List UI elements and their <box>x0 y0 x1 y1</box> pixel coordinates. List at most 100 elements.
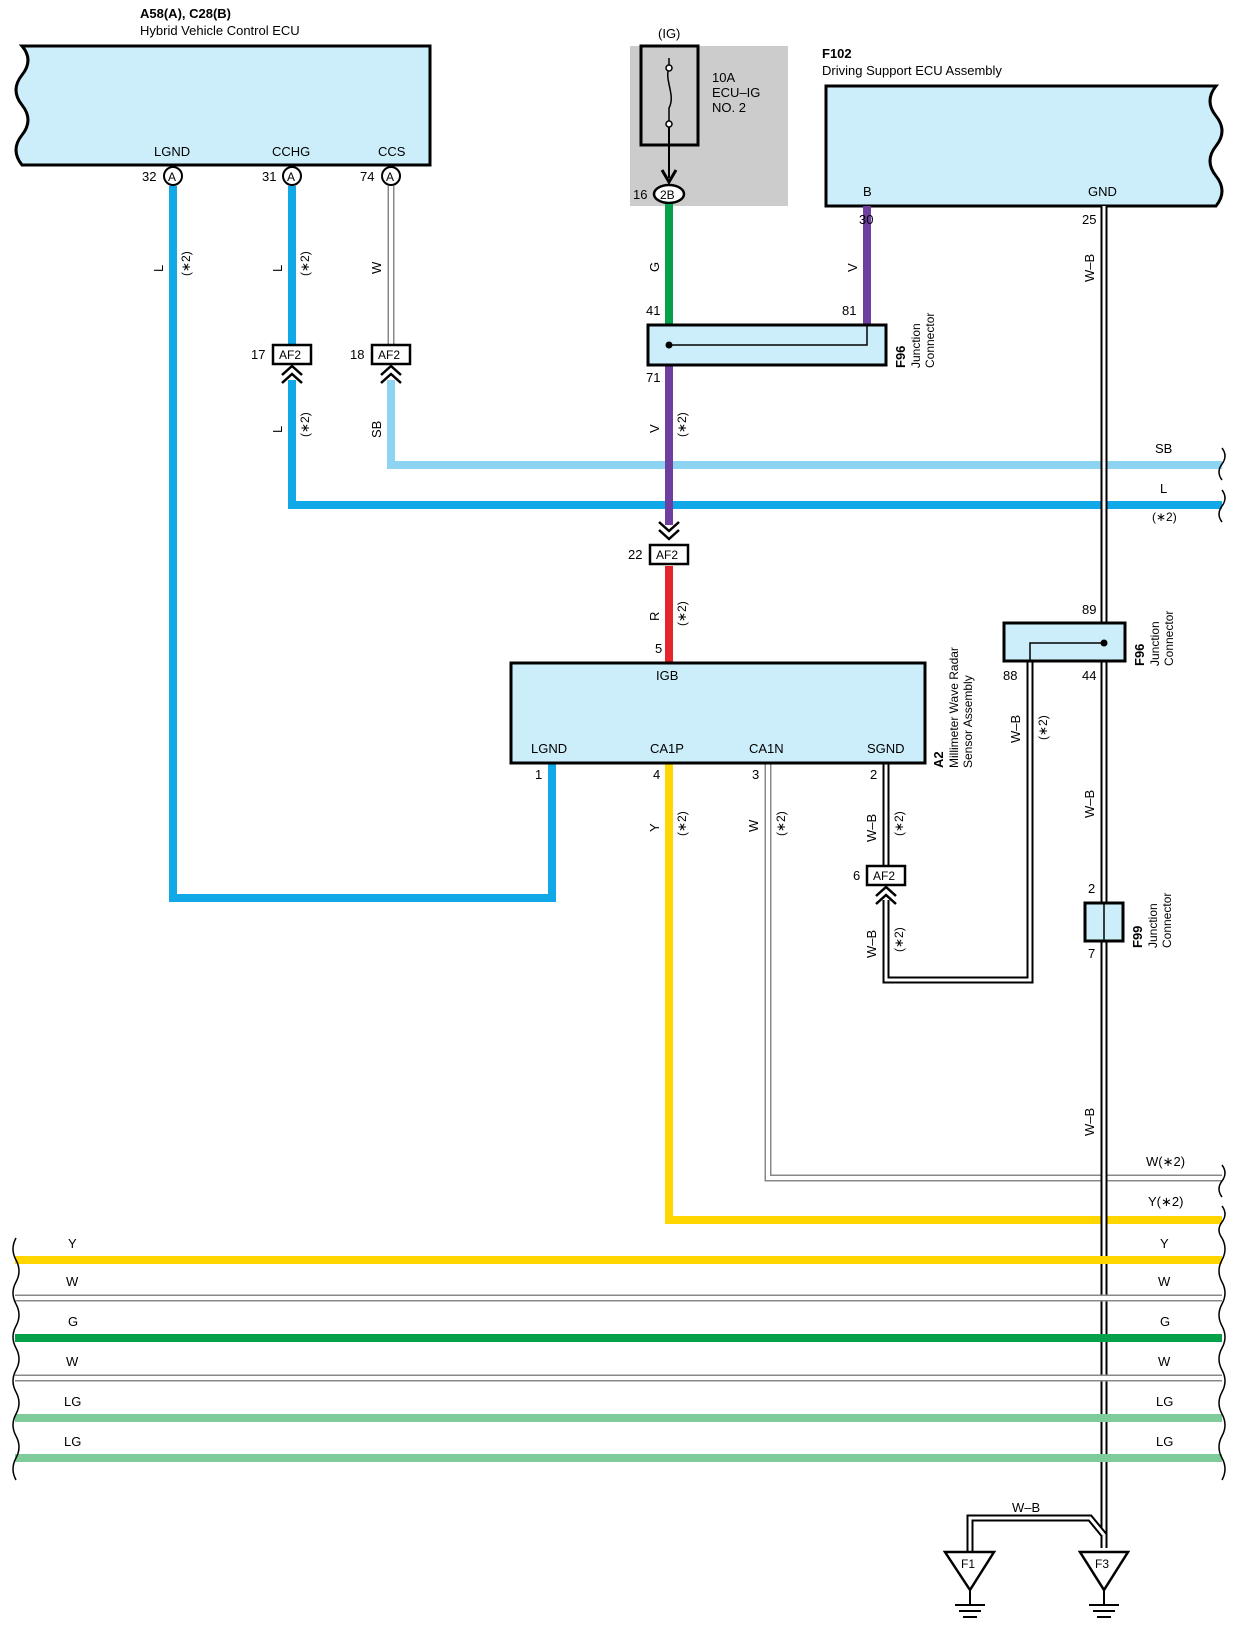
hv-pin-ccs: CCS <box>378 144 406 159</box>
wire-label-wb: W–B <box>864 814 879 842</box>
wire-label-w: W <box>369 261 384 274</box>
bus-line-w: W W <box>15 1274 1222 1302</box>
radar-code: A2 <box>931 751 946 768</box>
bus-line-w: W W <box>15 1354 1222 1382</box>
right-label-y2: Y(∗2) <box>1148 1194 1183 1209</box>
right-label-l-note: (∗2) <box>1152 510 1177 524</box>
pin-41: 41 <box>646 303 660 318</box>
wire-note: (∗2) <box>675 412 689 437</box>
bus-label-right: W <box>1158 1354 1171 1369</box>
junction-connector-f96-top: 41 81 71 F96 Junction Connector <box>646 303 937 385</box>
wire-l-lgnd <box>169 186 556 902</box>
pin-16: 16 <box>633 187 647 202</box>
hv-pin-lgnd: LGND <box>154 144 190 159</box>
ground-icon <box>942 1550 997 1593</box>
ds-pin-gnd: GND <box>1088 184 1117 199</box>
bus-label-left: W <box>66 1354 79 1369</box>
wire-label-w: W <box>746 819 761 832</box>
wire-label-v: V <box>647 424 662 433</box>
wire-note: (∗2) <box>774 811 788 836</box>
pin-89: 89 <box>1082 602 1096 617</box>
wire-label-wb: W–B <box>1012 1500 1040 1515</box>
wire-label-r: R <box>647 612 662 621</box>
break-marks-right <box>1218 447 1226 1481</box>
radar-pin-sgnd: SGND <box>867 741 905 756</box>
jc-f96-top-name-1: Junction <box>909 323 923 368</box>
connector-af2-18: AF2 18 <box>350 343 412 384</box>
connector-af2-22: AF2 22 <box>628 521 690 566</box>
jc-f99-name-1: Junction <box>1146 903 1160 948</box>
wire-note: (∗2) <box>179 251 193 276</box>
fuse-name-1: ECU–IG <box>712 85 760 100</box>
connector-arrow-icon <box>660 169 678 185</box>
bus-label-left: Y <box>68 1236 77 1251</box>
radar-pin-ca1p: CA1P <box>650 741 684 756</box>
ds-ecu-code: F102 <box>822 46 852 61</box>
jc-f96-top-code: F96 <box>893 346 908 368</box>
pin-18: 18 <box>350 347 364 362</box>
ds-ecu-box <box>824 84 1224 208</box>
bus-label-right: LG <box>1156 1394 1173 1409</box>
hv-ecu-name: Hybrid Vehicle Control ECU <box>140 23 300 38</box>
fuse-terminal-icon <box>665 64 673 72</box>
fuse-background <box>630 46 788 206</box>
bus-label-left: LG <box>64 1434 81 1449</box>
pin-2: 2 <box>1088 881 1095 896</box>
wire-note: (∗2) <box>892 811 906 836</box>
ds-ecu-name: Driving Support ECU Assembly <box>822 63 1002 78</box>
jc-f96-top-name-2: Connector <box>923 313 937 368</box>
wire-note: (∗2) <box>298 251 312 276</box>
wire-note: (∗2) <box>892 927 906 952</box>
radar-pin-lgnd: LGND <box>531 741 567 756</box>
wire-note: (∗2) <box>298 412 312 437</box>
radar-pin-ca1n: CA1N <box>749 741 784 756</box>
wire-w-ca1n <box>764 763 1222 1182</box>
ground-f1: F1 <box>942 1550 997 1618</box>
pin-31: 31 <box>262 169 276 184</box>
wire-label-wb: W–B <box>1082 1108 1097 1136</box>
hv-ecu-terminals: A A A 32 31 74 30 25 <box>142 166 1096 227</box>
connector-a-label: A <box>168 170 176 184</box>
wire-label-wb: W–B <box>864 930 879 958</box>
jc-f99-code: F99 <box>1130 926 1145 948</box>
pin-7: 7 <box>1088 946 1095 961</box>
wire-note: (∗2) <box>1036 715 1050 740</box>
pin-81: 81 <box>842 303 856 318</box>
right-label-w2: W(∗2) <box>1146 1154 1185 1169</box>
wire-label-l: L <box>151 265 166 272</box>
ground-f1-label: F1 <box>961 1557 975 1571</box>
connector-a-label: A <box>386 170 394 184</box>
fuse-ig-label: (IG) <box>658 26 680 41</box>
pin-1: 1 <box>535 767 542 782</box>
pin-4: 4 <box>653 767 660 782</box>
af2-label: AF2 <box>873 869 895 883</box>
af2-label: AF2 <box>656 548 678 562</box>
pin-32: 32 <box>142 169 156 184</box>
wire-l-cchg-lower <box>288 380 1222 509</box>
wire-y-ca1p <box>665 763 1222 1224</box>
fuse-name-2: NO. 2 <box>712 100 746 115</box>
jc-f99-name-2: Connector <box>1160 893 1174 948</box>
connector-2b-label: 2B <box>660 188 675 202</box>
bus-line-g: G G <box>15 1314 1222 1342</box>
wire-note: (∗2) <box>675 811 689 836</box>
af2-label: AF2 <box>279 348 301 362</box>
junction-connector-f96-mid: 89 88 44 F96 Junction Connector <box>1002 602 1176 683</box>
bus-label-right: G <box>1160 1314 1170 1329</box>
wire-sb <box>387 380 1222 469</box>
jc-f96-mid-name-1: Junction <box>1148 621 1162 666</box>
right-label-sb: SB <box>1155 441 1172 456</box>
connector-chevron-icon <box>281 364 303 384</box>
connector-2b <box>652 183 686 205</box>
wire-label-l: L <box>270 426 285 433</box>
bus-label-left: LG <box>64 1394 81 1409</box>
pin-6: 6 <box>853 868 860 883</box>
wire-label-wb: W–B <box>1008 715 1023 743</box>
wire-label-l: L <box>270 265 285 272</box>
bus-line-lg: LG LG <box>15 1394 1222 1422</box>
wire-label-v: V <box>845 263 860 272</box>
wire-label-g: G <box>647 262 662 272</box>
pin-25: 25 <box>1082 212 1096 227</box>
wire-label-sb: SB <box>369 421 384 438</box>
